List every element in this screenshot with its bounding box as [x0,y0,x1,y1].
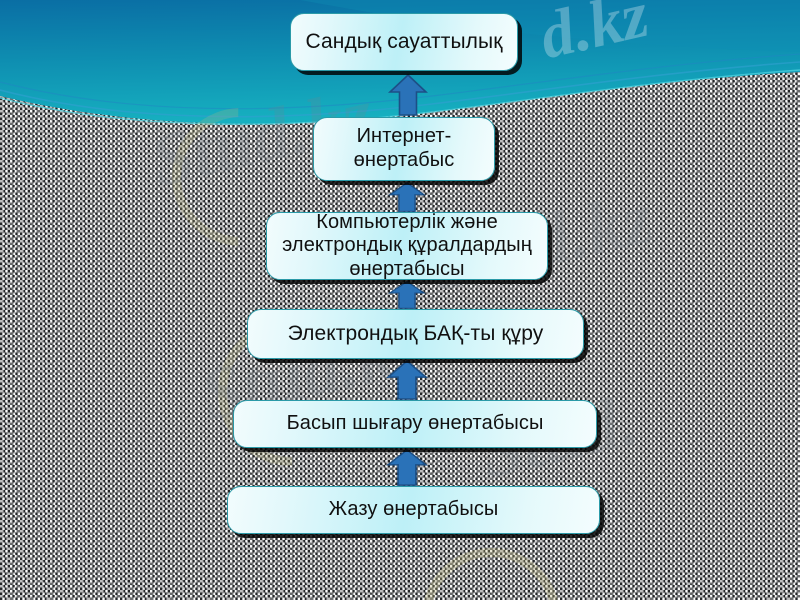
flowchart-node-label: Басып шығару өнертабысы [286,412,544,435]
flowchart-node-label: Жазу өнертабысы [328,498,499,521]
flowchart-node[interactable]: Интернет-өнертабыс [313,117,495,181]
flowchart-node[interactable]: Басып шығару өнертабысы [233,400,597,448]
flow-arrow-up-icon [386,449,428,486]
flowchart-node[interactable]: Электрондық БАҚ-ты құру [247,309,584,359]
flowchart-node[interactable]: Сандық сауаттылық [290,13,518,71]
flow-arrow-up-icon [386,360,428,400]
flowchart-node-label: Электрондық БАҚ-ты құру [287,321,544,345]
flow-arrow-up-icon [388,281,426,309]
flow-arrow-up-icon [388,74,428,116]
flowchart-node-label: Сандық сауаттылық [305,29,503,53]
flowchart-node[interactable]: Жазу өнертабысы [227,486,600,534]
flow-arrow-up-icon [388,182,426,212]
flowchart-node-label: Интернет-өнертабыс [353,125,455,171]
